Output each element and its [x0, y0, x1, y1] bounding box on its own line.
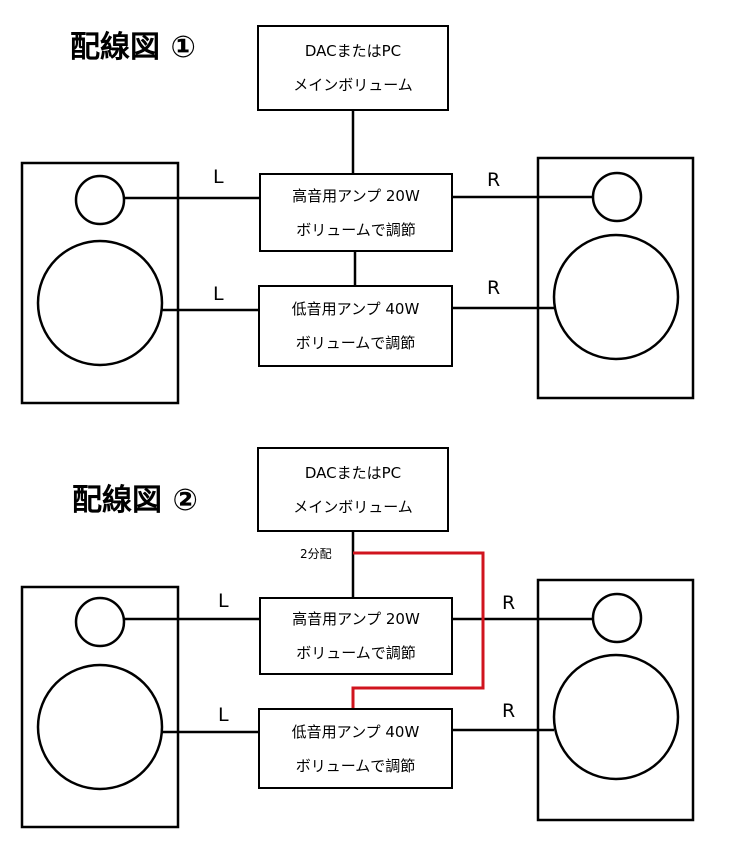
left-channel-label-low-2: L: [218, 704, 229, 726]
diagram-2-graphics: [20, 531, 695, 829]
left-tweeter-1: [74, 174, 126, 226]
right-channel-label-low-2: R: [502, 700, 516, 722]
right-woofer-1: [552, 233, 680, 361]
right-channel-label-low-1: R: [487, 277, 501, 299]
right-speaker-1: [536, 156, 695, 400]
source-label-2: DACまたはPC: [304, 463, 402, 482]
low-amp-label-2: 低音用アンプ 40W: [291, 722, 420, 741]
high-amp-volume-label-1: ボリュームで調節: [296, 220, 416, 239]
right-speaker-2: [536, 578, 695, 822]
source-label-1: DACまたはPC: [304, 42, 402, 60]
left-woofer-1: [36, 239, 164, 367]
source-box-1: DACまたはPC メインボリューム: [257, 25, 449, 111]
split-wire-red: [351, 551, 485, 710]
left-woofer-2: [36, 663, 164, 791]
low-amp-box-2: 低音用アンプ 40W ボリュームで調節: [258, 708, 453, 789]
low-amp-label-1: 低音用アンプ 40W: [291, 300, 420, 318]
low-amp-volume-label-1: ボリュームで調節: [295, 334, 416, 352]
left-channel-label-low-1: L: [213, 283, 224, 305]
high-amp-label-2: 高音用アンプ 20W: [292, 610, 420, 628]
source-volume-label-1: メインボリューム: [293, 76, 413, 94]
right-woofer-2: [552, 653, 680, 781]
diagram-1-title: 配線図 ①: [70, 30, 196, 65]
source-volume-label-2: メインボリューム: [293, 497, 413, 516]
high-amp-label-1: 高音用アンプ 20W: [292, 186, 420, 205]
low-amp-box-1: 低音用アンプ 40W ボリュームで調節: [258, 285, 453, 367]
left-speaker-2: [20, 585, 180, 829]
high-amp-box-2: 高音用アンプ 20W ボリュームで調節: [259, 597, 453, 675]
split-label: 2分配: [300, 547, 332, 561]
right-channel-label-high-2: R: [502, 592, 516, 614]
high-amp-box-1: 高音用アンプ 20W ボリュームで調節: [259, 173, 453, 252]
high-amp-volume-label-2: ボリュームで調節: [296, 644, 416, 662]
right-channel-label-high-1: R: [487, 169, 501, 191]
right-tweeter-2: [591, 592, 643, 644]
right-tweeter-1: [591, 171, 643, 223]
diagram-2-title: 配線図 ②: [72, 483, 198, 518]
left-tweeter-2: [74, 596, 126, 648]
left-channel-label-high-1: L: [213, 166, 224, 188]
left-channel-label-high-2: L: [218, 590, 229, 612]
left-speaker-1: [20, 161, 180, 405]
diagram-1-graphics: [20, 110, 695, 405]
source-box-2: DACまたはPC メインボリューム: [257, 447, 449, 532]
low-amp-volume-label-2: ボリュームで調節: [295, 756, 416, 775]
